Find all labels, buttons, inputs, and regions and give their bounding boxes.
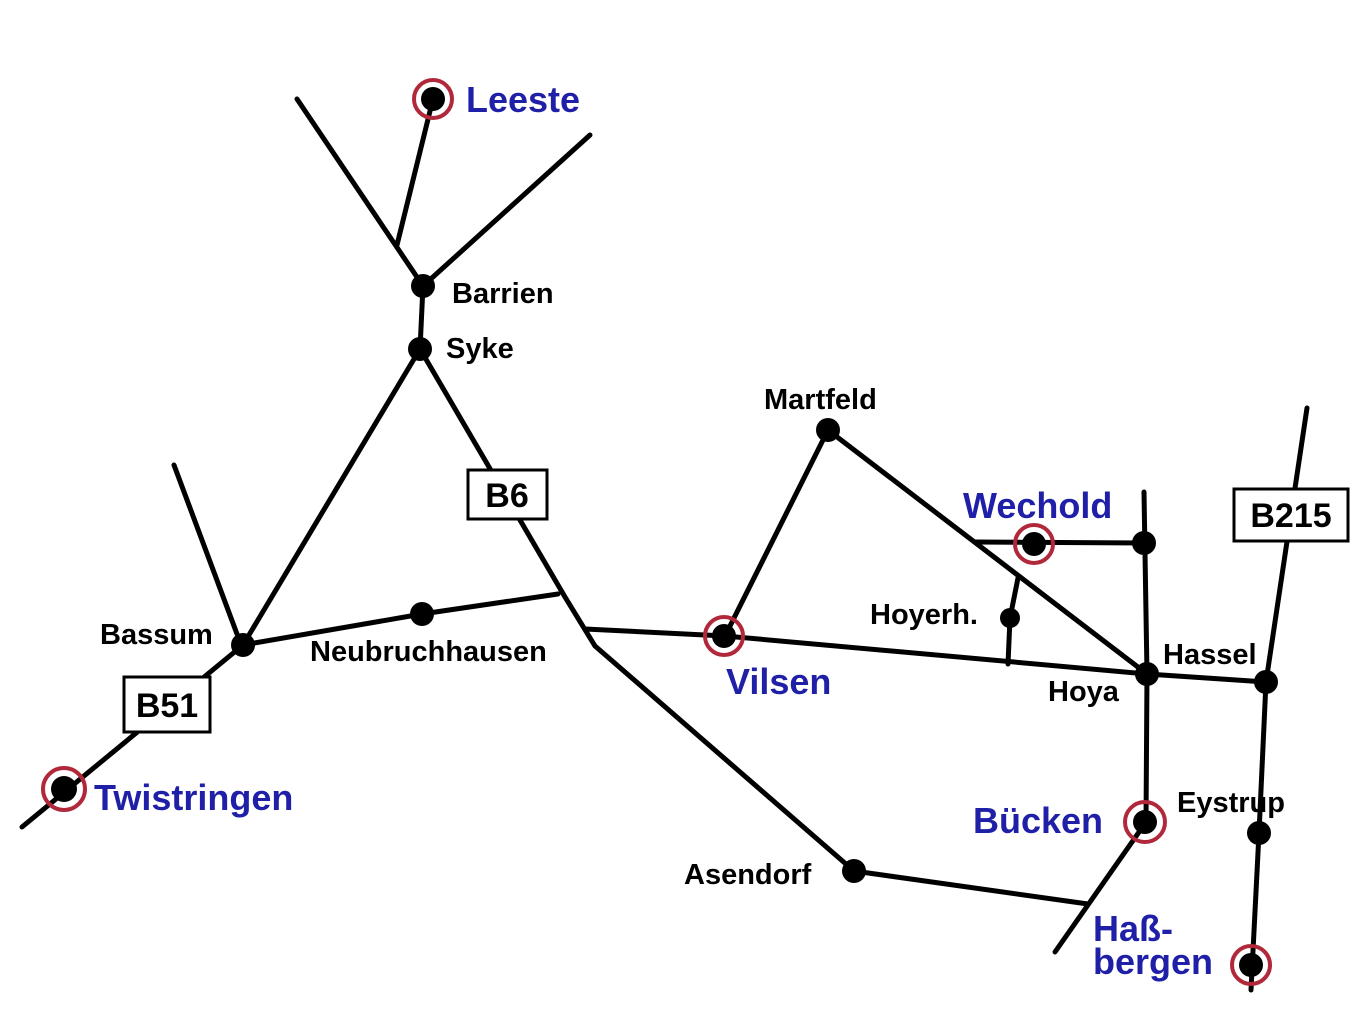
bassum-label: Bassum: [100, 619, 213, 651]
road-syke-bassum: [240, 346, 423, 648]
highlighted-labels: Leeste Wechold Vilsen Twistringen Bücken…: [94, 79, 1213, 982]
buecken-label: Bücken: [973, 800, 1103, 841]
road-syke-b6: [417, 346, 857, 874]
eystrup-label: Eystrup: [1177, 787, 1285, 819]
leeste-ring: [412, 78, 454, 120]
buecken-node: [1133, 810, 1157, 834]
road-wechold: [972, 539, 1147, 546]
wechold-ring: [1013, 523, 1055, 565]
road-asendorf: [851, 868, 1091, 907]
leeste-node: [421, 87, 445, 111]
asendorf-label: Asendorf: [684, 859, 812, 891]
barrien-node: [411, 274, 435, 298]
nodes: [51, 87, 1278, 977]
martfeld-label: Martfeld: [764, 384, 877, 416]
road-leeste-spur: [394, 96, 436, 248]
martfeld-node: [816, 418, 840, 442]
vilsen-ring: [703, 615, 745, 657]
b215-shield: [1232, 487, 1350, 543]
buecken-ring: [1123, 800, 1167, 844]
syke-node: [408, 337, 432, 361]
wechold-node: [1022, 532, 1046, 556]
b6-label: B6: [485, 477, 528, 515]
hoya-label: Hoya: [1048, 676, 1120, 708]
highlight-rings: [41, 78, 1272, 986]
neubruchhausen-node: [410, 602, 434, 626]
wechold-junction-node: [1132, 531, 1156, 555]
road-north-west-branch: [294, 96, 426, 289]
twistringen-label: Twistringen: [94, 777, 293, 818]
road-north-east-branch: [420, 132, 593, 289]
road-bassum-north: [171, 462, 240, 637]
vilsen-label: Vilsen: [726, 661, 831, 702]
b51-label: B51: [136, 687, 198, 725]
wechold-label: Wechold: [963, 485, 1112, 526]
hoya-node: [1135, 662, 1159, 686]
roads: [19, 96, 1310, 993]
b51-shield: [122, 675, 212, 734]
hassbergen-node: [1239, 953, 1263, 977]
asendorf-node: [842, 859, 866, 883]
hoyerh-label: Hoyerh.: [870, 599, 978, 631]
eystrup-node: [1247, 821, 1271, 845]
bassum-node: [231, 633, 255, 657]
hoyerh-node: [1000, 608, 1020, 628]
neubruchhausen-label: Neubruchhausen: [310, 636, 547, 668]
road-vilsen-martfeld: [722, 427, 831, 639]
road-shields: B6 B51 B215: [122, 468, 1350, 734]
barrien-label: Barrien: [452, 278, 554, 310]
twistringen-node: [51, 776, 77, 802]
road-martfeld-hoya: [825, 427, 1150, 677]
twistringen-ring: [41, 766, 87, 812]
leeste-label: Leeste: [466, 79, 580, 120]
syke-label: Syke: [446, 333, 514, 365]
b215-label: B215: [1250, 497, 1331, 535]
hassbergen-label-line1: Haß-: [1093, 908, 1173, 949]
hassbergen-ring: [1230, 944, 1272, 986]
hassel-label: Hassel: [1163, 639, 1257, 671]
road-buecken-hassbergen: [1052, 819, 1149, 955]
hassbergen-label-line2: bergen: [1093, 941, 1213, 982]
town-labels: Barrien Syke Bassum Neubruchhausen Martf…: [100, 278, 1285, 891]
b6-shield: [466, 468, 549, 521]
road-vilsen-hassel: [582, 626, 1269, 685]
hassel-node: [1254, 670, 1278, 694]
road-b215: [1248, 405, 1310, 993]
vilsen-node: [712, 624, 736, 648]
